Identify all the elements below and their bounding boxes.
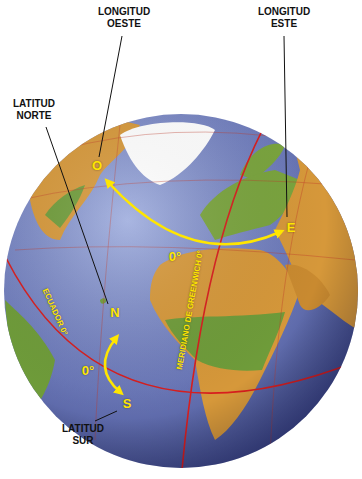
direction-letter: E (287, 221, 296, 236)
globe-sea (4, 114, 358, 468)
direction-letter: N (110, 306, 119, 321)
globe-shading (4, 114, 358, 468)
direction-letter: S (123, 397, 132, 412)
longitude-arrow (108, 182, 280, 244)
continents (5, 112, 360, 470)
callout-label: LATITUD NORTE (13, 98, 55, 121)
degree-label: 0° (82, 364, 94, 379)
leader-lines (46, 36, 287, 421)
latitude-arrow (105, 338, 120, 392)
equator-label: ECUADOR 0° (41, 287, 70, 337)
direction-letter: O (92, 159, 102, 174)
callout-label: LONGITUD ESTE (258, 6, 310, 29)
callout-label: LATITUD SUR (62, 423, 104, 446)
callout-label: LONGITUD OESTE (98, 6, 150, 29)
meridian-label: MERIDIANO DE GREENWICH 0° (175, 250, 205, 371)
degree-label: 0° (169, 250, 181, 265)
